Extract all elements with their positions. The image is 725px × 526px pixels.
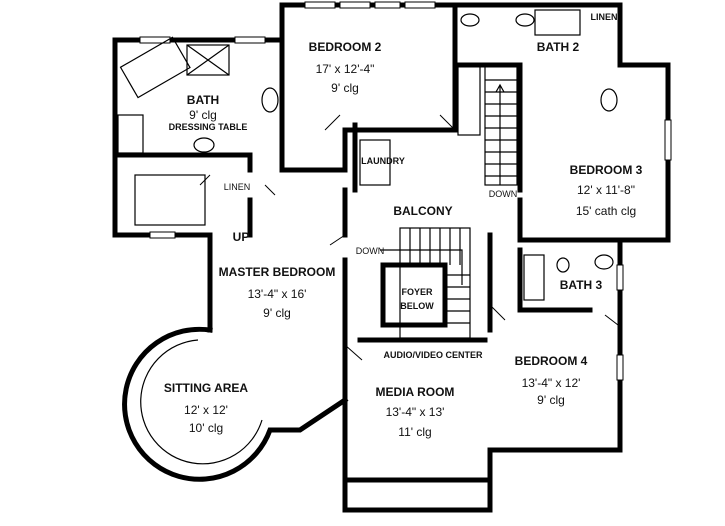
media-room-size: 13'-4" x 13' (386, 405, 445, 419)
sitting-area-name: SITTING AREA (164, 381, 249, 395)
bedroom4-size: 13'-4" x 12' (522, 376, 581, 390)
sitting-area-bay (122, 326, 349, 482)
bedroom2-name: BEDROOM 2 (309, 40, 382, 54)
bedroom4-ceiling: 9' clg (537, 393, 565, 407)
balcony-down-label: DOWN (356, 246, 385, 256)
bath3-name: BATH 3 (560, 278, 603, 292)
door-swings (199, 114, 619, 361)
media-room-name: MEDIA ROOM (376, 385, 455, 399)
master-bedroom-size: 13'-4" x 16' (248, 287, 307, 301)
bedroom3-name: BEDROOM 3 (570, 163, 643, 177)
bedroom2-size: 17' x 12'-4" (316, 62, 375, 76)
room-sitting-area: SITTING AREA 12' x 12' 10' clg (164, 381, 249, 435)
bedroom3-ceiling: 15' cath clg (576, 204, 636, 218)
master-bedroom-ceiling: 9' clg (263, 306, 291, 320)
foyer-below-label: BELOW (400, 301, 434, 311)
room-media-room: MEDIA ROOM 13'-4" x 13' 11' clg (376, 385, 455, 439)
sitting-area-size: 12' x 12' (184, 403, 228, 417)
bedroom2-ceiling: 9' clg (331, 81, 359, 95)
foyer-label: FOYER (401, 287, 433, 297)
bath-name: BATH (187, 93, 219, 107)
up-label: UP (233, 230, 250, 244)
stairs (359, 64, 518, 339)
room-master-bath: BATH 9' clg DRESSING TABLE LINEN (169, 93, 251, 192)
stairs-down-label: DOWN (489, 189, 518, 199)
windows (139, 1, 672, 381)
bedroom4-name: BEDROOM 4 (515, 354, 588, 368)
fixtures (117, 9, 618, 301)
bath2-linen-label: LINEN (591, 12, 618, 22)
balcony-label: BALCONY (393, 204, 452, 218)
sitting-area-ceiling: 10' clg (189, 421, 223, 435)
laundry-label: LAUNDRY (361, 156, 405, 166)
media-room-ceiling: 11' clg (398, 425, 431, 439)
bath-ceiling: 9' clg (189, 108, 217, 122)
room-master-bedroom: MASTER BEDROOM 13'-4" x 16' 9' clg (219, 265, 336, 320)
audio-video-center-label: AUDIO/VIDEO CENTER (383, 350, 483, 360)
room-bedroom-2: BEDROOM 2 17' x 12'-4" 9' clg (309, 40, 382, 95)
bath2-name: BATH 2 (537, 40, 580, 54)
room-bedroom-3: BEDROOM 3 12' x 11'-8" 15' cath clg (570, 163, 643, 218)
linen-label: LINEN (224, 182, 251, 192)
bedroom3-size: 12' x 11'-8" (577, 183, 635, 197)
master-bedroom-name: MASTER BEDROOM (219, 265, 336, 279)
dressing-table-label: DRESSING TABLE (169, 122, 248, 132)
room-bedroom-4: BEDROOM 4 13'-4" x 12' 9' clg (515, 354, 588, 407)
